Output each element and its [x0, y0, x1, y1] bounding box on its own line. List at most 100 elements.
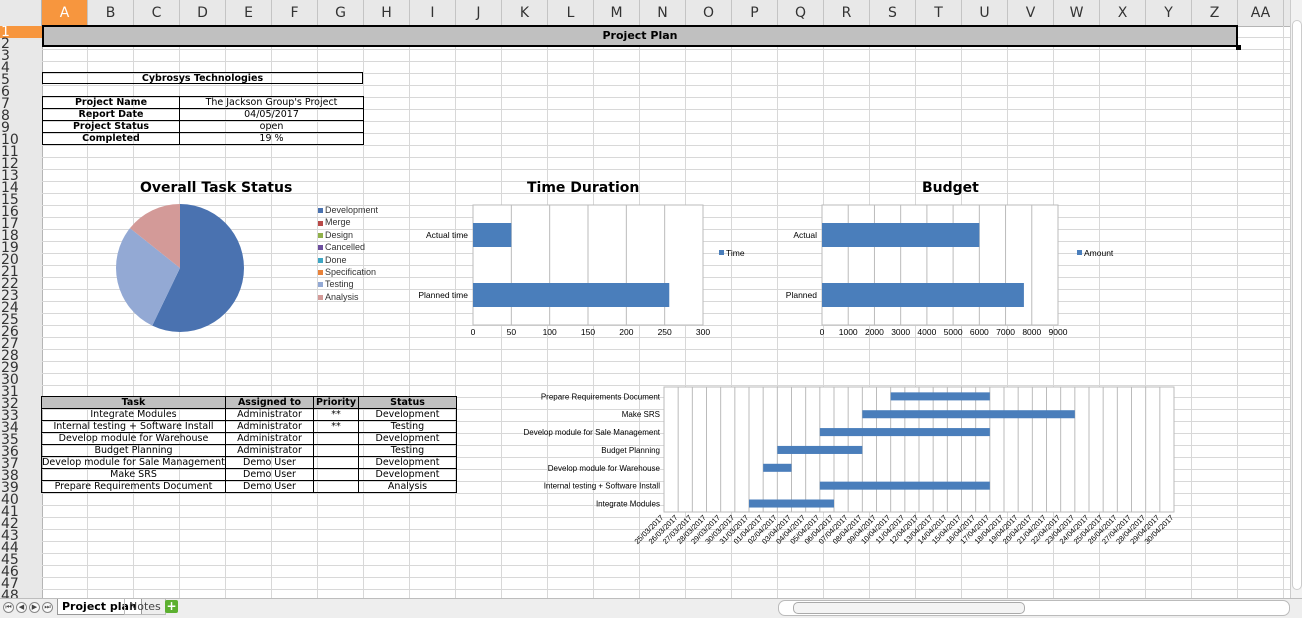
column-header-l[interactable]: L	[548, 0, 594, 26]
row-header-41[interactable]: 41	[1, 504, 19, 520]
bar-actual[interactable]	[822, 223, 980, 247]
row-header-46[interactable]: 46	[1, 564, 19, 580]
column-header-r[interactable]: R	[824, 0, 870, 26]
column-header-j[interactable]: J	[456, 0, 502, 26]
vertical-scrollbar[interactable]	[1290, 0, 1302, 598]
column-header-d[interactable]: D	[180, 0, 226, 26]
pie-slice-development[interactable]	[152, 204, 244, 332]
task-table-header[interactable]: Assigned to	[225, 396, 314, 409]
column-header-a[interactable]: A	[42, 0, 88, 26]
row-header-27[interactable]: 27	[1, 336, 19, 352]
row-header-28[interactable]: 28	[1, 348, 19, 364]
table-cell[interactable]: Administrator	[225, 444, 314, 457]
horizontal-scrollbar[interactable]	[778, 600, 1290, 616]
gantt-bar[interactable]	[890, 392, 990, 401]
column-header-aa[interactable]: AA	[1238, 0, 1284, 26]
overall-task-status-pie[interactable]	[110, 198, 255, 343]
gantt-bar[interactable]	[819, 481, 990, 490]
column-header-n[interactable]: N	[640, 0, 686, 26]
row-header-34[interactable]: 34	[1, 420, 19, 436]
table-cell[interactable]: Administrator	[225, 432, 314, 445]
column-header-z[interactable]: Z	[1192, 0, 1238, 26]
table-cell[interactable]	[313, 480, 359, 493]
column-header-y[interactable]: Y	[1146, 0, 1192, 26]
table-cell[interactable]: Demo User	[225, 480, 314, 493]
row-header-15[interactable]: 15	[1, 192, 19, 208]
row-header-8[interactable]: 8	[1, 108, 10, 124]
table-cell[interactable]: Develop module for Warehouse	[41, 432, 226, 445]
table-cell[interactable]: Develop module for Sale Management	[41, 456, 226, 469]
row-header-36[interactable]: 36	[1, 444, 19, 460]
column-header-m[interactable]: M	[594, 0, 640, 26]
row-header-23[interactable]: 23	[1, 288, 19, 304]
info-value[interactable]: 19 %	[179, 132, 364, 145]
row-header-9[interactable]: 9	[1, 120, 10, 136]
column-header-g[interactable]: G	[318, 0, 364, 26]
table-cell[interactable]: Integrate Modules	[41, 408, 226, 421]
table-cell[interactable]	[313, 468, 359, 481]
table-cell[interactable]: Make SRS	[41, 468, 226, 481]
column-header-c[interactable]: C	[134, 0, 180, 26]
row-header-45[interactable]: 45	[1, 552, 19, 568]
info-value[interactable]: 04/05/2017	[179, 108, 364, 121]
column-header-v[interactable]: V	[1008, 0, 1054, 26]
row-header-24[interactable]: 24	[1, 300, 19, 316]
column-header-o[interactable]: O	[686, 0, 732, 26]
column-header-i[interactable]: I	[410, 0, 456, 26]
column-header-f[interactable]: F	[272, 0, 318, 26]
row-header-7[interactable]: 7	[1, 96, 10, 112]
table-cell[interactable]: **	[313, 420, 359, 433]
row-header-25[interactable]: 25	[1, 312, 19, 328]
vertical-scroll-thumb[interactable]	[1292, 20, 1302, 590]
table-cell[interactable]: Testing	[358, 444, 457, 457]
row-header-44[interactable]: 44	[1, 540, 19, 556]
row-header-1[interactable]: 1	[0, 26, 42, 39]
column-header-x[interactable]: X	[1100, 0, 1146, 26]
horizontal-scroll-thumb[interactable]	[793, 602, 1025, 614]
task-table-header[interactable]: Priority	[313, 396, 359, 409]
info-value[interactable]: The Jackson Group's Project	[179, 96, 364, 109]
row-header-16[interactable]: 16	[1, 204, 19, 220]
info-key[interactable]: Report Date	[42, 108, 180, 121]
info-key[interactable]: Project Status	[42, 120, 180, 133]
table-cell[interactable]: Administrator	[225, 408, 314, 421]
table-cell[interactable]: Prepare Requirements Document	[41, 480, 226, 493]
task-table-header[interactable]: Status	[358, 396, 457, 409]
row-header-10[interactable]: 10	[1, 132, 19, 148]
row-header-42[interactable]: 42	[1, 516, 19, 532]
row-header-6[interactable]: 6	[1, 84, 10, 100]
row-header-12[interactable]: 12	[1, 156, 19, 172]
table-cell[interactable]: Budget Planning	[41, 444, 226, 457]
first-sheet-icon[interactable]: ⏮	[3, 602, 14, 613]
row-header-21[interactable]: 21	[1, 264, 19, 280]
info-key[interactable]: Project Name	[42, 96, 180, 109]
column-header-s[interactable]: S	[870, 0, 916, 26]
pie-slice-testing[interactable]	[115, 228, 180, 326]
row-header-22[interactable]: 22	[1, 276, 19, 292]
task-gantt-chart[interactable]: 25/03/201726/03/201727/03/201728/03/2017…	[500, 382, 1190, 572]
select-all-corner[interactable]	[0, 0, 42, 26]
company-name[interactable]: Cybrosys Technologies	[42, 72, 363, 84]
gantt-bar[interactable]	[763, 463, 792, 472]
bar-actual-time[interactable]	[473, 223, 512, 247]
fill-handle[interactable]	[1236, 45, 1241, 50]
gantt-bar[interactable]	[777, 445, 863, 454]
table-cell[interactable]	[313, 456, 359, 469]
column-header-b[interactable]: B	[88, 0, 134, 26]
table-cell[interactable]: Development	[358, 468, 457, 481]
row-header-33[interactable]: 33	[1, 408, 19, 424]
table-cell[interactable]: Development	[358, 408, 457, 421]
table-cell[interactable]: Development	[358, 432, 457, 445]
gantt-bar[interactable]	[862, 410, 1075, 419]
table-cell[interactable]	[313, 432, 359, 445]
next-sheet-icon[interactable]: ▶	[29, 602, 40, 613]
row-header-4[interactable]: 4	[1, 60, 10, 76]
row-header-26[interactable]: 26	[1, 324, 19, 340]
column-header-u[interactable]: U	[962, 0, 1008, 26]
row-header-35[interactable]: 35	[1, 432, 19, 448]
row-header-29[interactable]: 29	[1, 360, 19, 376]
table-cell[interactable]	[313, 444, 359, 457]
table-cell[interactable]: Analysis	[358, 480, 457, 493]
tab-notes[interactable]: Notes	[124, 599, 166, 615]
